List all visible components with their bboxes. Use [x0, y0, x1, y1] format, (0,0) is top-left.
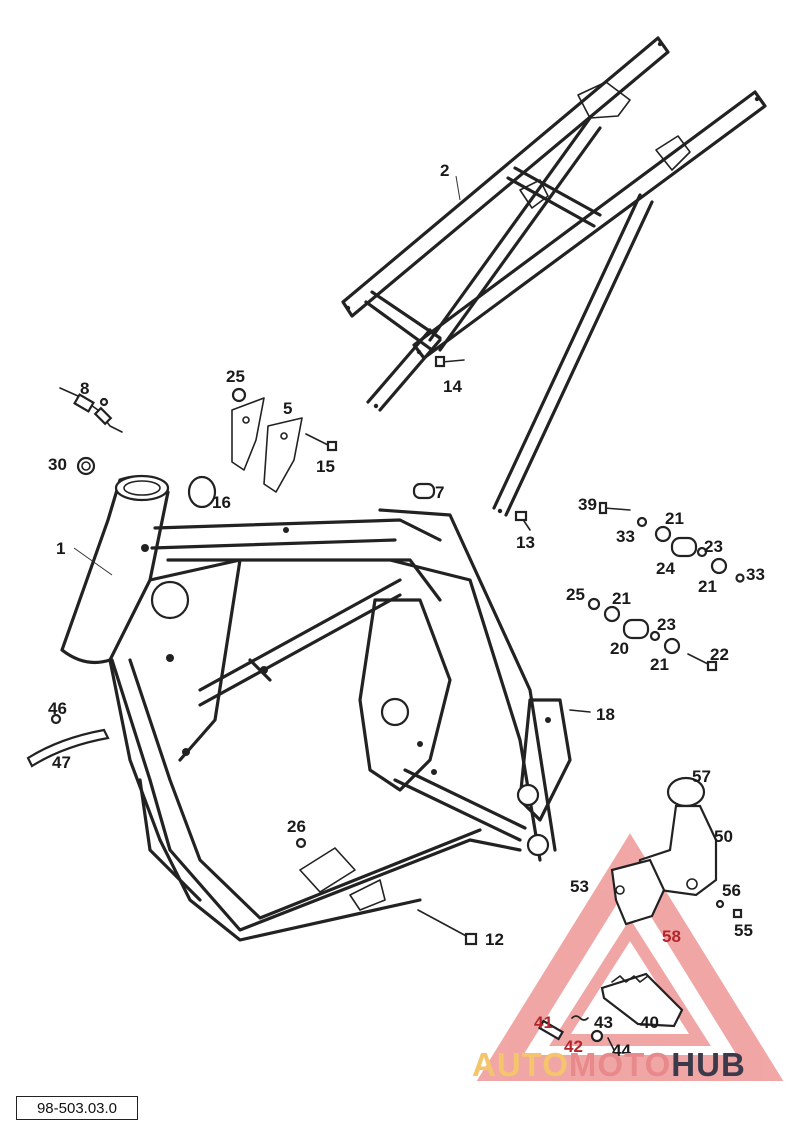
callout-23a: 23 — [704, 537, 723, 556]
callout-5: 5 — [283, 399, 292, 418]
callout-12: 12 — [485, 930, 504, 949]
callout-33a: 33 — [616, 527, 635, 546]
rear-subframe — [341, 36, 767, 517]
callout-56: 56 — [722, 881, 741, 900]
callout-16: 16 — [212, 493, 231, 512]
callout-13: 13 — [516, 533, 535, 552]
callout-43: 43 — [594, 1013, 613, 1032]
callout-8: 8 — [80, 379, 89, 398]
callout-21b: 21 — [698, 577, 717, 596]
callout-30: 30 — [48, 455, 67, 474]
document-number: 98-503.03.0 — [16, 1096, 138, 1120]
callout-2: 2 — [440, 161, 449, 180]
callout-26: 26 — [287, 817, 306, 836]
small-parts — [26, 355, 745, 1051]
main-frame — [60, 474, 572, 942]
callout-7: 7 — [435, 483, 444, 502]
callout-33b: 33 — [746, 565, 765, 584]
callout-leaders — [73, 175, 461, 576]
callout-14: 14 — [443, 377, 462, 396]
callout-58: 58 — [662, 927, 681, 946]
callout-23b: 23 — [657, 615, 676, 634]
callout-22: 22 — [710, 645, 729, 664]
callout-labels: 1 2 5 7 8 12 13 14 15 16 18 20 21 21 21 … — [48, 161, 765, 1060]
callout-20: 20 — [610, 639, 629, 658]
callout-15: 15 — [316, 457, 335, 476]
callout-21a: 21 — [665, 509, 684, 528]
callout-39: 39 — [578, 495, 597, 514]
callout-53: 53 — [570, 877, 589, 896]
callout-50: 50 — [714, 827, 733, 846]
watermark-part3: HUB — [671, 1046, 746, 1083]
callout-21c: 21 — [612, 589, 631, 608]
callout-40: 40 — [640, 1013, 659, 1032]
watermark-wordmark: AUTOMOTOHUB — [472, 1046, 746, 1083]
callout-44: 44 — [612, 1041, 631, 1060]
callout-25a: 25 — [226, 367, 245, 386]
callout-47: 47 — [52, 753, 71, 772]
callout-21d: 21 — [650, 655, 669, 674]
watermark-part1: AUTO — [472, 1046, 569, 1083]
watermark-part2: MOTO — [569, 1046, 671, 1083]
callout-24: 24 — [656, 559, 675, 578]
callout-42: 42 — [564, 1037, 583, 1056]
watermark-triangle — [476, 833, 784, 1081]
callout-57: 57 — [692, 767, 711, 786]
callout-41: 41 — [534, 1013, 553, 1032]
callout-1: 1 — [56, 539, 65, 558]
callout-55: 55 — [734, 921, 753, 940]
callout-25b: 25 — [566, 585, 585, 604]
callout-18: 18 — [596, 705, 615, 724]
callout-46: 46 — [48, 699, 67, 718]
